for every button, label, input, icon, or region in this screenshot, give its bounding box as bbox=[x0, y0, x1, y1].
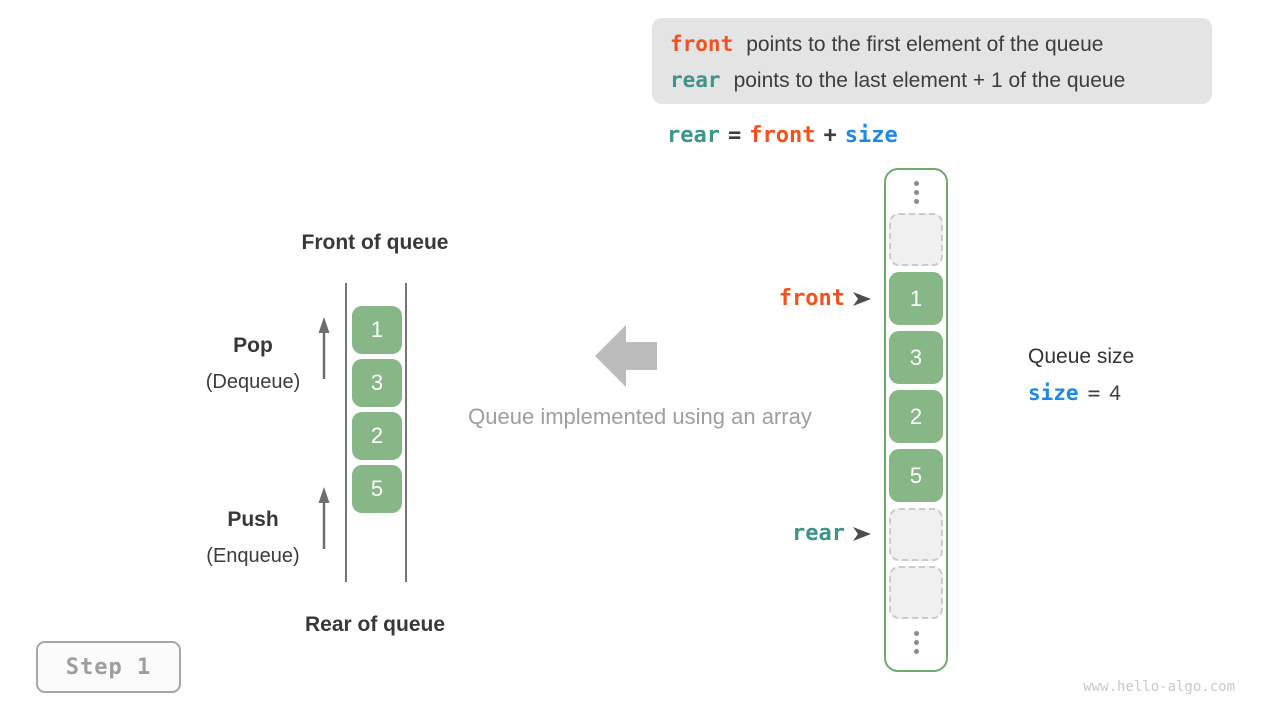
left-block-arrow-icon bbox=[595, 323, 657, 394]
array-cell-value: 1 bbox=[889, 272, 943, 325]
push-label: Push bbox=[227, 508, 279, 531]
array-cell-value: 5 bbox=[889, 449, 943, 502]
array-cell-value: 2 bbox=[889, 390, 943, 443]
formula-rear: rear bbox=[667, 123, 720, 148]
front-definition-line: front points to the first element of the … bbox=[670, 26, 1212, 62]
push-up-arrow-icon bbox=[315, 487, 333, 549]
left-queue-cell: 3 bbox=[352, 359, 402, 407]
left-queue-cell: 5 bbox=[352, 465, 402, 513]
front-of-queue-label: Front of queue bbox=[301, 231, 449, 254]
pointer-definitions-note: front points to the first element of the … bbox=[652, 18, 1212, 104]
formula-front: front bbox=[749, 123, 816, 148]
pop-up-arrow-icon bbox=[315, 317, 333, 379]
size-keyword: size bbox=[1028, 381, 1079, 405]
left-queue-cell: 1 bbox=[352, 306, 402, 354]
queue-size-equation: size = 4 bbox=[1028, 381, 1121, 406]
channel-left-wall bbox=[345, 283, 347, 582]
site-watermark: www.hello-algo.com bbox=[1083, 679, 1235, 695]
formula-plus: + bbox=[823, 123, 837, 148]
formula-equals: = bbox=[727, 123, 742, 148]
rear-definition-text: points to the last element + 1 of the qu… bbox=[733, 69, 1126, 92]
enqueue-label: (Enqueue) bbox=[206, 545, 300, 567]
front-keyword: front bbox=[670, 32, 734, 56]
size-equals: = bbox=[1087, 381, 1101, 405]
array-cell-empty bbox=[889, 508, 943, 561]
step-badge: Step 1 bbox=[36, 641, 181, 693]
array-cell-value: 3 bbox=[889, 331, 943, 384]
array-cell-empty bbox=[889, 213, 943, 266]
ellipsis-bottom-icon bbox=[913, 631, 919, 654]
formula-size: size bbox=[844, 123, 898, 148]
rear-definition-line: rear points to the last element + 1 of th… bbox=[670, 62, 1212, 98]
front-pointer-arrow-icon bbox=[852, 291, 872, 312]
size-value: 4 bbox=[1109, 382, 1121, 405]
pop-label: Pop bbox=[233, 334, 273, 357]
channel-right-wall bbox=[405, 283, 407, 582]
dequeue-label: (Dequeue) bbox=[205, 371, 301, 393]
diagram-caption: Queue implemented using an array bbox=[468, 404, 812, 429]
rear-keyword: rear bbox=[670, 68, 721, 92]
queue-size-label: Queue size bbox=[1028, 345, 1135, 368]
array-cell-empty bbox=[889, 566, 943, 619]
front-pointer-label: front bbox=[778, 286, 845, 311]
rear-pointer-arrow-icon bbox=[852, 526, 872, 547]
rear-of-queue-label: Rear of queue bbox=[304, 613, 446, 636]
rear-formula: rear = front + size bbox=[667, 122, 898, 148]
left-queue-cell: 2 bbox=[352, 412, 402, 460]
ellipsis-top-icon bbox=[913, 181, 919, 204]
rear-pointer-label: rear bbox=[792, 521, 845, 546]
front-definition-text: points to the first element of the queue bbox=[746, 33, 1104, 56]
